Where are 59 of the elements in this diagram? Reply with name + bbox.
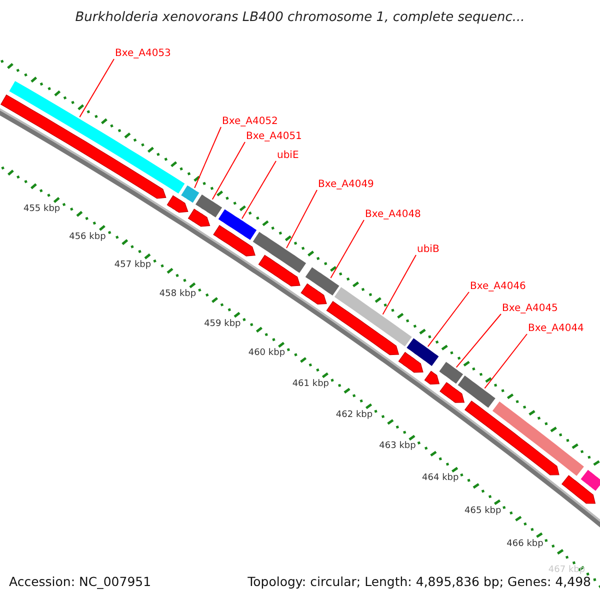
gene-feature [188, 208, 210, 227]
scale-label: 461 kbp [292, 378, 329, 389]
gene-feature [0, 94, 166, 199]
gene-feature [258, 254, 300, 286]
gene-feature [440, 382, 465, 403]
gene-feature [326, 300, 400, 356]
scale-label: 462 kbp [336, 410, 373, 420]
scale-label: 460 kbp [248, 348, 286, 358]
gene-feature [464, 400, 560, 476]
gene-bar [438, 360, 465, 386]
gene-bar [216, 208, 258, 242]
leader-line [286, 190, 318, 249]
scale-label: 464 kbp [422, 473, 459, 484]
scale-label: 456 kbp [69, 232, 106, 242]
gene-bar [194, 192, 224, 220]
gene-bar [579, 468, 600, 493]
gene-label: Bxe_A4053 [115, 48, 171, 60]
gene-bar [304, 266, 341, 298]
gene-feature [213, 224, 256, 256]
scale-label: 458 kbp [159, 289, 196, 300]
gene-feature [300, 283, 327, 304]
leader-line [194, 126, 222, 188]
gene-feature [398, 352, 424, 373]
leader-line [330, 220, 364, 279]
leader-line [242, 160, 276, 220]
leader-line [427, 292, 470, 348]
chart-title: Burkholderia xenovorans LB400 chromosome 1, complete sequenc... [74, 10, 526, 25]
gene-label: Bxe_A4048 [365, 209, 421, 221]
scale-label: 466 kbp [506, 538, 544, 549]
scale-label: 459 kbp [204, 318, 241, 329]
leader-line [212, 142, 246, 200]
gene-bar [8, 79, 186, 196]
gene-label: Bxe_A4051 [246, 131, 302, 143]
gene-bar [404, 336, 440, 368]
gene-feature [424, 370, 440, 384]
scale-label: 465 kbp [464, 506, 502, 516]
leader-line [79, 58, 114, 118]
scale-label: 463 kbp [379, 441, 416, 452]
summary-text: Topology: circular; Length: 4,895,836 bp; Genes: 4,498 [248, 574, 591, 589]
gene-label: Bxe_A4052 [222, 116, 278, 128]
gene-feature [166, 195, 188, 213]
gene-feature [561, 475, 596, 504]
leader-line [382, 254, 416, 315]
leader-line [484, 334, 528, 389]
gene-label: Bxe_A4044 [528, 323, 584, 335]
gene-bar [332, 285, 414, 348]
gene-bar [251, 230, 308, 275]
gene-bar [179, 184, 201, 204]
scale-label: 457 kbp [114, 260, 152, 270]
accession-text: Accession: NC_007951 [9, 574, 152, 589]
gene-label: ubiB [417, 244, 440, 256]
gene-bar [490, 400, 586, 478]
gene-label: Bxe_A4045 [502, 303, 558, 315]
gene-label: Bxe_A4046 [470, 281, 526, 293]
gene-label: ubiE [277, 150, 299, 162]
scale-label: 455 kbp [23, 204, 60, 214]
gene-label: Bxe_A4049 [318, 179, 374, 191]
leader-line [456, 314, 502, 368]
gene-bar [456, 374, 498, 410]
